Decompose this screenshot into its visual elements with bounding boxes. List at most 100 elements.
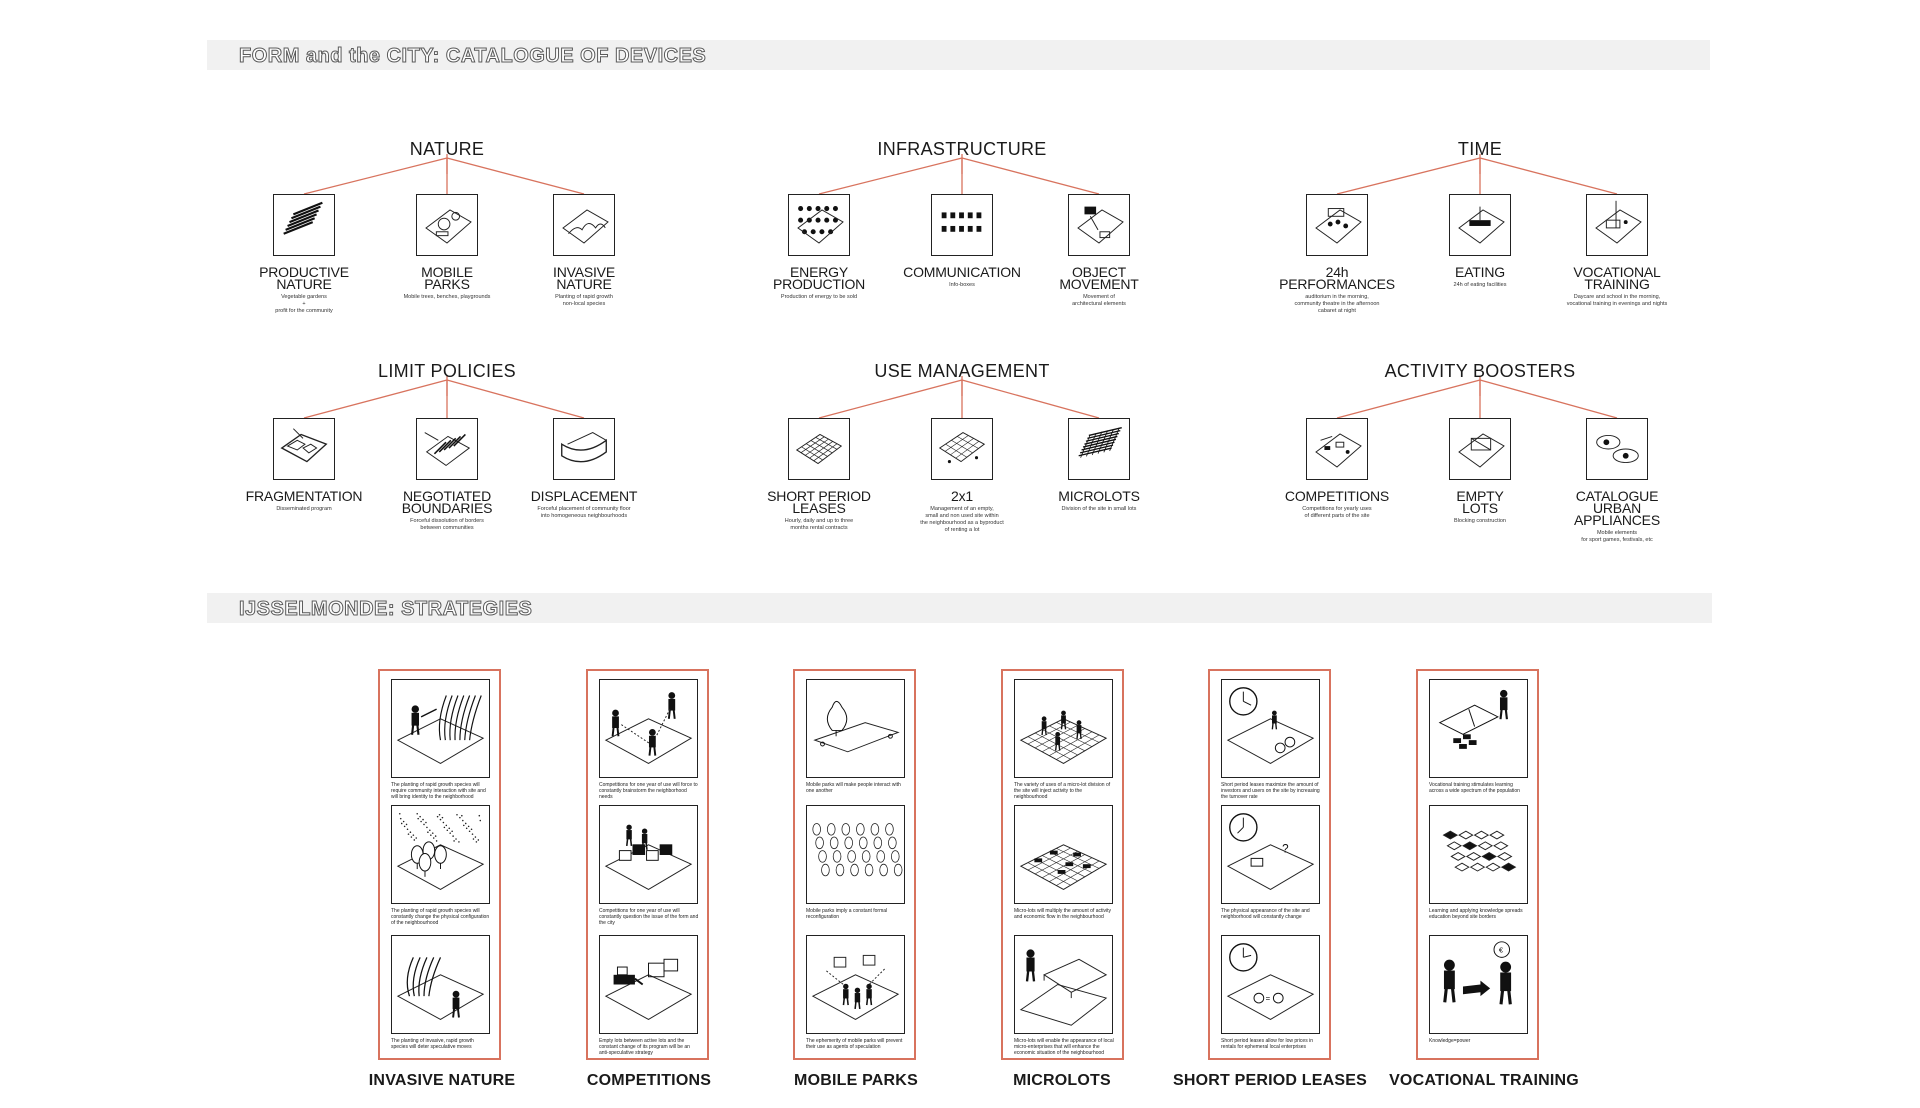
empty-lot-icon	[1458, 433, 1505, 468]
strategy-label: VOCATIONAL TRAINING	[1389, 1072, 1579, 1089]
device-icon-box	[1586, 418, 1648, 480]
filled-grid-icon	[1019, 844, 1108, 890]
strategy-panel: Mobile parks will make people interact w…	[793, 669, 916, 1060]
training-icon	[1595, 200, 1642, 244]
book-figure-icon	[1438, 689, 1508, 749]
device-label: VOCATIONAL TRAINING	[1573, 264, 1661, 292]
tree-branch	[1479, 379, 1618, 419]
device-label: MOBILE PARKS	[421, 264, 473, 292]
device-label: CATALOGUE URBAN APPLIANCES	[1574, 488, 1660, 528]
mobile-tree-icon	[425, 209, 472, 244]
strategy-frame: =	[1221, 935, 1320, 1034]
device-icon-box	[788, 418, 850, 480]
category-title: NATURE	[409, 139, 485, 159]
lease-grid-icon	[795, 433, 843, 465]
performance-icon	[1315, 208, 1362, 244]
frame-caption: Short period leases maximize the amount …	[1221, 782, 1320, 800]
device-icon-box	[553, 194, 615, 256]
frame-caption: The planting of rapid growth species wil…	[391, 908, 490, 926]
strategy-frame	[1221, 679, 1320, 778]
page-title: FORM and the CITY: CATALOGUE OF DEVICES	[238, 45, 707, 68]
strategy-frame	[1014, 679, 1113, 778]
device-label: ENERGY PRODUCTION	[772, 264, 866, 292]
two-for-one-icon	[938, 431, 986, 464]
strategy-label: INVASIVE NATURE	[368, 1072, 516, 1089]
device-label: COMMUNICATION	[903, 264, 1021, 280]
frame-caption: Micro-lots will multiply the amount of a…	[1014, 908, 1111, 920]
strategy-frame	[391, 805, 490, 904]
microlot-icon	[1078, 427, 1122, 458]
tree-branch	[446, 379, 585, 419]
category-title: ACTIVITY BOOSTERS	[1384, 361, 1576, 381]
strategy-frame: €	[1429, 935, 1528, 1034]
device-icon-box	[1306, 418, 1368, 480]
figure-ramp-icon	[1019, 949, 1108, 1026]
device-icon-box	[931, 194, 993, 256]
device-icon-box	[273, 194, 335, 256]
frame-caption: Micro-lots will enable the appearance of…	[1014, 1038, 1114, 1056]
boxes-on-plane-icon	[604, 824, 693, 890]
frame-caption: The variety of uses of a micro-lot divis…	[1014, 782, 1111, 800]
strategy-frame	[391, 679, 490, 778]
frame-caption: The planting of invasive, rapid growth s…	[391, 1038, 474, 1050]
device-description: 24h of eating facilities	[1453, 282, 1507, 288]
catalogue-banner: FORM and the CITY: CATALOGUE OF DEVICES	[207, 40, 1710, 70]
strategy-panel: The variety of uses of a micro-lot divis…	[1001, 669, 1124, 1060]
category-title: USE MANAGEMENT	[874, 361, 1050, 381]
frame-caption: Competitions for one year of use will co…	[599, 908, 699, 926]
device-label: NEGOTIATED BOUNDARIES	[401, 488, 493, 516]
frame-caption: The planting of rapid growth species wil…	[391, 782, 486, 800]
competition-icon	[1315, 433, 1362, 468]
svg-text:€: €	[1499, 945, 1504, 954]
frame-caption: Mobile parks imply a constant formal rec…	[806, 908, 888, 920]
device-label: PRODUCTIVE NATURE	[259, 264, 349, 292]
displaced-surface-icon	[561, 432, 607, 463]
device-description: Competitions for yearly uses of differen…	[1302, 506, 1372, 519]
tree-branch	[303, 157, 448, 195]
strategy-label: MOBILE PARKS	[794, 1072, 918, 1089]
device-description: Blocking construction	[1454, 518, 1506, 524]
tree-field-icon	[396, 812, 485, 890]
device-label: DISPLACEMENT	[530, 488, 638, 504]
device-description: Movement of architectural elements	[1072, 294, 1126, 307]
device-icon-box	[1068, 418, 1130, 480]
bulldozer-icon	[604, 958, 693, 1020]
device-label: MICROLOTS	[1058, 488, 1140, 504]
device-label: COMPETITIONS	[1284, 488, 1390, 504]
device-icon-box	[1068, 194, 1130, 256]
strategy-frame	[391, 935, 490, 1034]
strategy-frame	[1014, 805, 1113, 904]
appliance-icon	[1596, 434, 1639, 464]
strategy-frame	[806, 935, 905, 1034]
tree-branch	[1336, 157, 1481, 195]
device-description: Production of energy to be sold	[780, 294, 858, 300]
strategy-frame	[599, 805, 698, 904]
device-icon-box	[788, 194, 850, 256]
svg-text:=: =	[1266, 994, 1271, 1003]
striped-rows-icon	[283, 201, 323, 235]
device-label: EMPTY LOTS	[1456, 488, 1504, 516]
device-description: Daycare and school in the morning, vocat…	[1566, 294, 1668, 307]
category-title: LIMIT POLICIES	[378, 361, 516, 381]
strategy-frame	[806, 805, 905, 904]
eating-table-icon	[1458, 206, 1505, 244]
device-label: INVASIVE NATURE	[553, 264, 615, 292]
strategy-panel: Short period leases maximize the amount …	[1208, 669, 1331, 1060]
clock-coins-icon	[1226, 687, 1315, 764]
device-icon-box	[1449, 194, 1511, 256]
strategy-frame	[806, 679, 905, 778]
boundary-icon	[424, 432, 471, 467]
frame-caption: Short period leases allow for low prices…	[1221, 1038, 1313, 1050]
strategy-panel: Vocational training stimulates learning …	[1416, 669, 1539, 1060]
device-label: OBJECT MOVEMENT	[1059, 264, 1139, 292]
strategy-label: MICROLOTS	[1013, 1072, 1111, 1089]
lot-grid-people-icon	[1019, 710, 1108, 764]
strategy-label: COMPETITIONS	[586, 1072, 712, 1089]
frame-caption: Empty lots between active lots and the c…	[599, 1038, 690, 1056]
energy-grid-icon	[797, 206, 844, 244]
device-icon-box	[931, 418, 993, 480]
tree-on-cart-icon	[813, 700, 900, 753]
device-icon-box	[1306, 194, 1368, 256]
device-icon-box	[416, 418, 478, 480]
frame-caption: Mobile parks will make people interact w…	[806, 782, 901, 794]
